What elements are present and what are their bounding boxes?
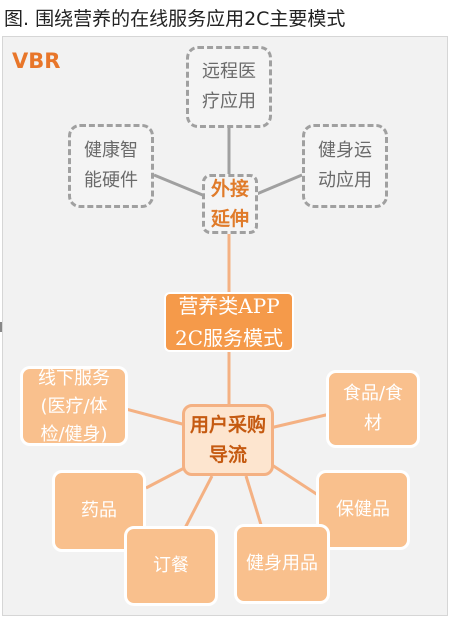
connector-food bbox=[269, 412, 331, 430]
node-meals: 订餐 bbox=[124, 526, 218, 606]
vbr-logo: VBR bbox=[12, 49, 61, 73]
node-supplements-label: 保健品 bbox=[336, 499, 390, 520]
connector-meals bbox=[182, 475, 214, 531]
connector-wearables bbox=[153, 173, 206, 198]
edge-mark bbox=[0, 322, 2, 332]
node-center-model-label: 营养类APP 2C服务模式 bbox=[174, 294, 284, 350]
node-extension-label: 外接 延伸 bbox=[210, 178, 249, 230]
node-fitness-goods: 健身用品 bbox=[234, 524, 330, 604]
node-purchase-hub: 用户采购 导流 bbox=[182, 404, 274, 476]
node-meals-label: 订餐 bbox=[153, 555, 189, 576]
node-fitness-apps: 健身运 动应用 bbox=[302, 124, 388, 208]
connector-fitness-goods bbox=[244, 475, 264, 529]
node-fitness-goods-label: 健身用品 bbox=[246, 553, 318, 574]
connector-supplements bbox=[271, 463, 319, 497]
node-fitness-apps-label: 健身运 动应用 bbox=[318, 140, 372, 191]
node-food-label: 食品/食 材 bbox=[342, 383, 404, 434]
node-food: 食品/食 材 bbox=[326, 370, 420, 448]
node-medicine-label: 药品 bbox=[81, 500, 117, 521]
node-offline-services: 线下服务 (医疗/体 检/健身) bbox=[20, 366, 128, 446]
figure-title: 图. 围绕营养的在线服务应用2C主要模式 bbox=[4, 8, 346, 30]
node-supplements: 保健品 bbox=[316, 470, 410, 550]
node-telemedicine: 远程医 疗应用 bbox=[186, 46, 272, 128]
node-extension: 外接 延伸 bbox=[202, 174, 258, 234]
node-center-model: 营养类APP 2C服务模式 bbox=[164, 292, 294, 352]
node-wearables-label: 健康智 能硬件 bbox=[84, 140, 138, 191]
node-wearables: 健康智 能硬件 bbox=[68, 124, 154, 208]
node-offline-services-label: 线下服务 (医疗/体 检/健身) bbox=[38, 368, 110, 445]
connector-fitness bbox=[251, 173, 303, 198]
node-telemedicine-label: 远程医 疗应用 bbox=[202, 61, 256, 112]
connector-offline bbox=[121, 406, 187, 427]
node-purchase-hub-label: 用户采购 导流 bbox=[189, 414, 266, 466]
